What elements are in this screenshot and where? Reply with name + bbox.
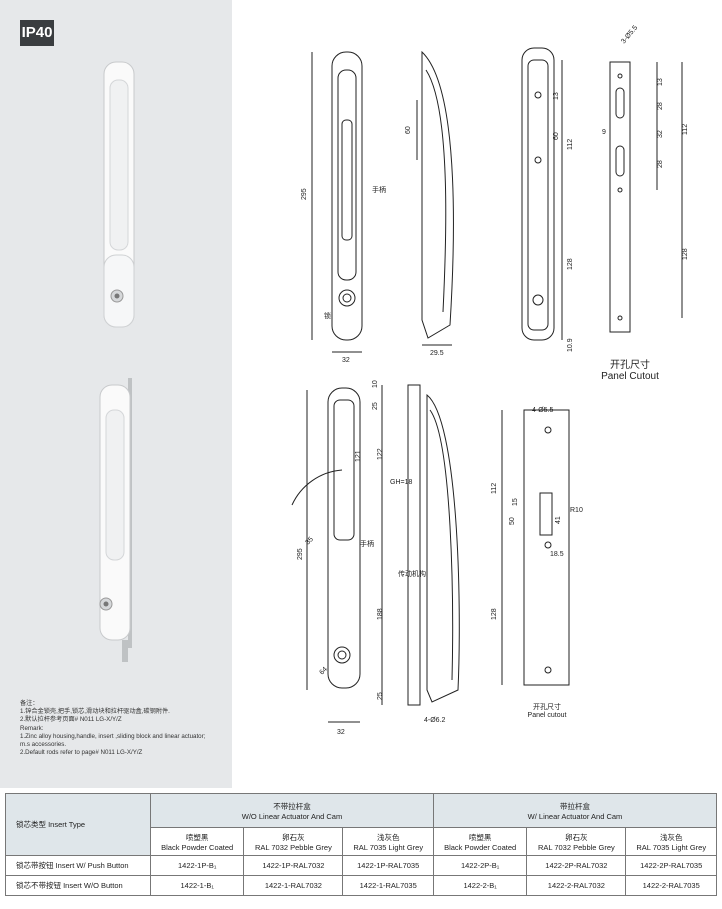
svg-text:295: 295 — [301, 188, 308, 200]
table-cell: 1422-1-RAL7035 — [342, 875, 434, 896]
svg-text:60: 60 — [405, 126, 412, 134]
panel-cutout-label-bottom: 开孔尺寸 Panel cutout — [527, 704, 567, 719]
svg-text:122: 122 — [377, 448, 384, 460]
front-view-bottom — [291, 387, 361, 723]
table-cell: 1422-1-RAL7032 — [243, 875, 344, 896]
svg-text:25: 25 — [377, 692, 384, 700]
svg-text:9: 9 — [602, 129, 606, 136]
svg-text:64: 64 — [318, 666, 329, 677]
dimension-labels: 295 32 60 29.5 手柄 锁 13 60 112 128 10.9 3… — [297, 24, 689, 736]
svg-text:4-Ø5.5: 4-Ø5.5 — [532, 407, 554, 414]
svg-text:128: 128 — [491, 608, 498, 620]
svg-text:3-Ø5.5: 3-Ø5.5 — [620, 24, 639, 45]
svg-text:121: 121 — [355, 450, 362, 462]
table-cell: 1422-2-B₁ — [432, 875, 528, 896]
svg-text:32: 32 — [337, 729, 345, 736]
table-cell: 1422-2P-RAL7032 — [526, 855, 627, 876]
table-cell: 1422-2P-RAL7035 — [625, 855, 717, 876]
svg-text:112: 112 — [682, 124, 689, 135]
panel-cutout-top — [609, 61, 683, 333]
panel-cutout-label-top: 开孔尺寸 Panel Cutout — [601, 360, 659, 382]
svg-text:60: 60 — [553, 132, 560, 140]
svg-text:锁: 锁 — [324, 311, 331, 320]
technical-drawings: 295 32 60 29.5 手柄 锁 13 60 112 128 10.9 3… — [291, 24, 689, 736]
svg-text:4-Ø6.2: 4-Ø6.2 — [424, 717, 446, 724]
svg-text:GH=18: GH=18 — [390, 479, 412, 486]
svg-text:188: 188 — [377, 608, 384, 620]
svg-text:295: 295 — [297, 548, 304, 560]
table-row: 锁芯不带按钮 Insert W/O Button 1422-1-B₁ 1422-… — [5, 875, 717, 896]
svg-text:41: 41 — [555, 516, 562, 524]
table-cell: 1422-1P-RAL7035 — [342, 855, 434, 876]
table-cell: 1422-1P-RAL7032 — [243, 855, 344, 876]
table-cell: 1422-2-RAL7032 — [526, 875, 627, 896]
back-view-top — [521, 47, 563, 341]
table-cell: 1422-2P-B₁ — [432, 855, 528, 876]
side-view-bottom — [381, 384, 460, 706]
side-view-top — [416, 50, 454, 346]
ip-rating-badge: IP40 — [20, 20, 54, 46]
svg-text:手柄: 手柄 — [360, 539, 374, 548]
svg-text:35: 35 — [304, 536, 315, 547]
notes-block: 备注： 1.锌合金锁壳,把手,锁芯,滑动块和拉杆驱动盒,碳钢附件. 2.默认拉杆… — [20, 700, 206, 757]
svg-text:R10: R10 — [570, 507, 583, 514]
table-row: 锁芯带按钮 Insert W/ Push Button 1422-1P-B₁ 1… — [5, 855, 717, 876]
svg-text:128: 128 — [567, 258, 574, 270]
table-cell: 1422-1P-B₁ — [149, 855, 245, 876]
product-photos — [99, 61, 135, 662]
svg-text:128: 128 — [682, 248, 689, 260]
svg-text:32: 32 — [342, 357, 350, 364]
front-view-top — [311, 51, 363, 353]
svg-text:50: 50 — [509, 517, 516, 525]
svg-text:25: 25 — [372, 402, 379, 410]
svg-text:10.9: 10.9 — [567, 338, 574, 352]
handle-photo-top — [103, 61, 135, 328]
svg-text:传动机构: 传动机构 — [398, 569, 426, 578]
table-cell: 1422-1-B₁ — [149, 875, 245, 896]
insert-type-header: 锁芯类型 Insert Type — [5, 793, 151, 856]
svg-text:112: 112 — [491, 483, 498, 494]
svg-text:28: 28 — [657, 160, 664, 168]
svg-text:13: 13 — [553, 92, 560, 100]
svg-text:112: 112 — [567, 139, 574, 150]
svg-text:13: 13 — [657, 78, 664, 86]
svg-text:10: 10 — [372, 380, 379, 388]
handle-photo-bottom — [99, 378, 132, 662]
table-cell: 1422-2-RAL7035 — [625, 875, 717, 896]
row-label: 锁芯不带按钮 Insert W/O Button — [5, 875, 151, 896]
row-label: 锁芯带按钮 Insert W/ Push Button — [5, 855, 151, 876]
svg-text:28: 28 — [657, 102, 664, 110]
svg-text:15: 15 — [512, 498, 519, 506]
panel-cutout-bottom — [501, 409, 570, 686]
svg-text:18.5: 18.5 — [550, 551, 564, 558]
svg-text:手柄: 手柄 — [372, 185, 386, 194]
svg-text:29.5: 29.5 — [430, 350, 444, 357]
svg-text:32: 32 — [657, 130, 664, 138]
